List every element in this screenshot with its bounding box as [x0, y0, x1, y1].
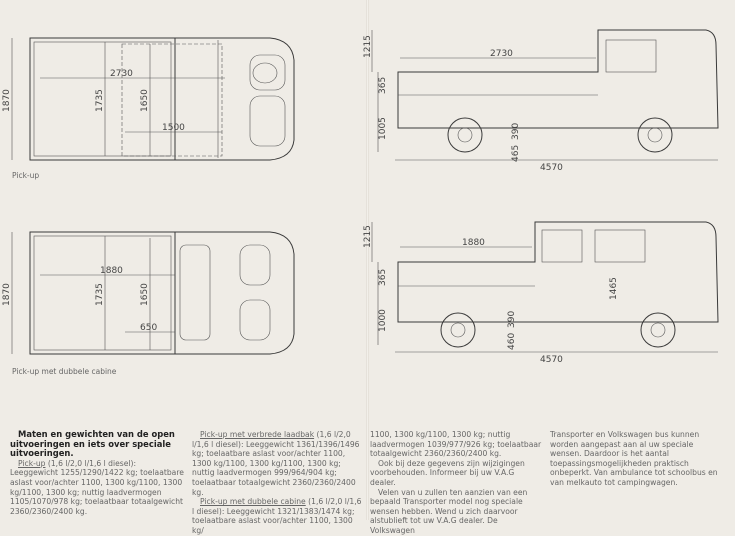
- dim-cab-height: 1215: [363, 35, 373, 58]
- top-view-double-cab: 1870 1880 1735 1650 650 Pick-up met dubb…: [2, 231, 295, 376]
- side-view-pickup: 1215 2730 365 1005 390 465 4570: [363, 29, 719, 173]
- dim-sill: 465: [511, 145, 521, 162]
- dim-clearance: 390: [511, 123, 521, 140]
- paragraph: (1,6 l/2,0 l/1,6 l diesel): Leeggewicht …: [10, 458, 184, 516]
- technical-drawings: 1870 2730 1735 1650 1500 Pick-up 1870 18…: [2, 29, 719, 376]
- paragraph: Ook bij deze gegevens zijn wijzigingen v…: [370, 458, 525, 487]
- dim-width: 1870: [2, 283, 12, 306]
- paragraph: Velen van u zullen ten aanzien van een b…: [370, 487, 528, 535]
- side-view-double-cab: 1215 1880 365 1465 1000 390 460 4570: [363, 221, 719, 365]
- dim-bed-width: 1735: [95, 283, 105, 306]
- paragraph: 1100, 1300 kg/1100, 1300 kg; nuttig laad…: [370, 430, 542, 459]
- caption: Pick-up met dubbele cabine: [12, 367, 117, 376]
- dim-clearance: 390: [507, 311, 517, 328]
- dim-bed-length: 1880: [462, 238, 485, 248]
- dim-inner-width: 1650: [140, 283, 150, 306]
- paragraph: (1,6 l/2,0 l/1,6 l diesel): Leeggewicht …: [192, 430, 360, 497]
- model-title: Pick-up met dubbele cabine: [200, 497, 306, 507]
- dim-side-height: 365: [378, 77, 388, 94]
- text-column-1: Maten en gewichten van de open uitvoerin…: [10, 429, 185, 516]
- text-column-4: Transporter en Volkswagen bus kunnen wor…: [550, 430, 725, 488]
- dim-sill: 460: [507, 333, 517, 350]
- dim-bed-length: 2730: [110, 69, 133, 79]
- model-title: Pick-up: [18, 458, 46, 468]
- dim-inner-width: 1650: [140, 89, 150, 112]
- top-view-pickup: 1870 2730 1735 1650 1500 Pick-up: [2, 37, 295, 180]
- dim-cab-height: 1215: [363, 225, 373, 248]
- dim-seat-depth: 650: [140, 323, 157, 333]
- dim-floor-height: 1000: [378, 309, 388, 332]
- dim-length: 4570: [540, 163, 563, 173]
- caption: Pick-up: [12, 171, 39, 180]
- dim-bed-width: 1735: [95, 89, 105, 112]
- dim-bed-length: 1880: [100, 266, 123, 276]
- dim-length: 4570: [540, 355, 563, 365]
- dim-width: 1870: [2, 89, 12, 112]
- dim-side-height: 365: [378, 269, 388, 286]
- model-title: Pick-up met verbrede laadbak: [200, 430, 315, 439]
- dim-cab-depth: 1500: [162, 123, 185, 133]
- paragraph: Transporter en Volkswagen bus kunnen wor…: [550, 430, 718, 487]
- dim-bed-length: 2730: [490, 49, 513, 59]
- dim-floor-height: 1005: [378, 117, 388, 140]
- dim-inner-height: 1465: [609, 277, 619, 300]
- heading: Maten en gewichten van de open uitvoerin…: [10, 429, 175, 459]
- page-fold: [366, 0, 369, 520]
